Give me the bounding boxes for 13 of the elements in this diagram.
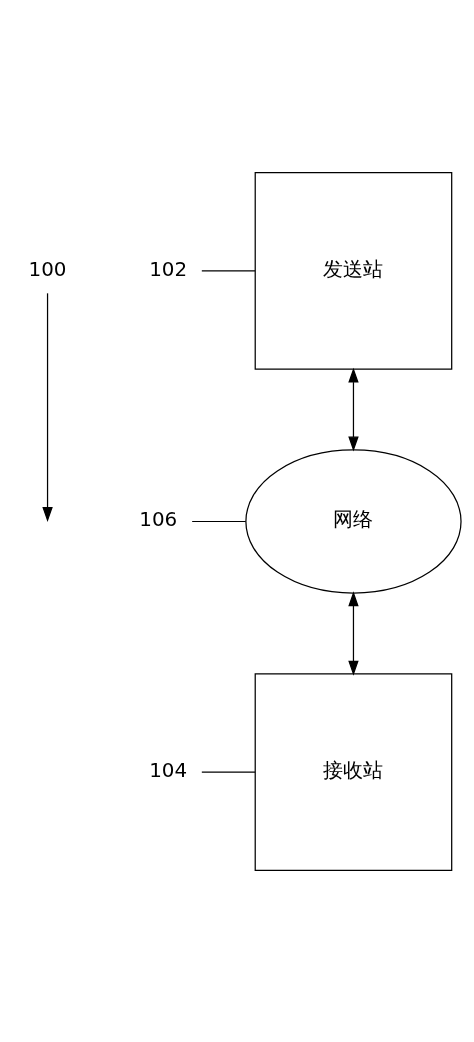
connector (200, 269, 256, 272)
node-ellipse: 网络 (244, 448, 462, 594)
arrow (347, 367, 359, 452)
node-text: 104 (148, 758, 187, 782)
node-box: 发送站 (254, 171, 452, 370)
node-text: 102 (148, 257, 187, 281)
node-text: 106 (138, 507, 177, 531)
connector (200, 770, 256, 773)
connector (191, 520, 246, 522)
node-box: 接收站 (254, 672, 452, 871)
node-text: 100 (28, 257, 67, 281)
arrow (347, 590, 359, 676)
arrow (41, 292, 53, 522)
